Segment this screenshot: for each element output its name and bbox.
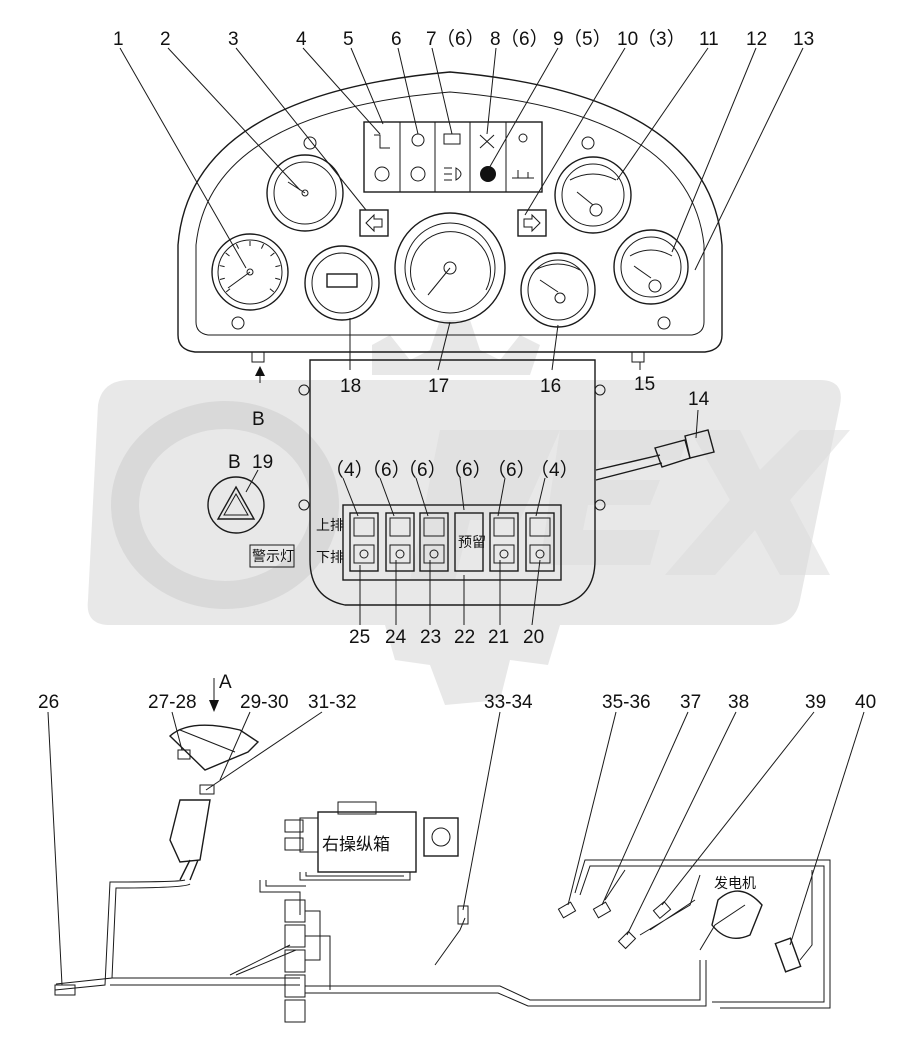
label-27-28: 27-28 (148, 692, 197, 713)
label-16: 16 (540, 376, 561, 397)
label-15: 15 (634, 374, 655, 395)
label-7-qty: （6） (436, 28, 485, 50)
callout-labels: 1 2 3 4 5 6 7 （6） 8 （6） 9 （5） 10 （3） 11 … (38, 28, 876, 713)
label-qty-s1: （4） (325, 459, 374, 481)
right-control-box (284, 801, 459, 873)
upper-row-label: 上排 (316, 518, 344, 534)
label-6: 6 (391, 29, 402, 50)
label-7: 7 (426, 29, 437, 50)
combination-switch-lever (595, 429, 715, 481)
label-qty-s3: （6） (398, 459, 447, 481)
label-10-qty: （3） (637, 28, 686, 50)
gauge-11 (554, 156, 632, 234)
gauge-speedometer (394, 212, 506, 324)
view-arrow-b (255, 366, 265, 383)
label-14: 14 (688, 389, 710, 410)
gauge-16 (520, 252, 596, 328)
label-qty-s6: （4） (530, 459, 579, 481)
gauge-tachometer (211, 233, 289, 311)
label-9: 9 (553, 29, 564, 50)
label-1: 1 (113, 29, 124, 50)
label-22: 22 (454, 627, 475, 648)
label-23: 23 (420, 627, 441, 648)
label-10: 10 (617, 29, 638, 50)
label-29-30: 29-30 (240, 692, 289, 713)
sensors (54, 890, 802, 996)
label-8-qty: （6） (500, 28, 549, 50)
label-view-b: B (252, 409, 265, 430)
lower-row-label: 下排 (316, 550, 344, 566)
label-18: 18 (340, 376, 361, 397)
label-37: 37 (680, 692, 701, 713)
turn-left-indicator (359, 209, 389, 237)
label-20: 20 (523, 627, 544, 648)
label-3: 3 (228, 29, 239, 50)
label-26: 26 (38, 692, 59, 713)
label-25: 25 (349, 627, 370, 648)
label-35-36: 35-36 (602, 692, 651, 713)
leader-lines (47, 47, 865, 986)
right-control-box-label: 右操纵箱 (322, 835, 390, 855)
label-19: 19 (252, 452, 273, 473)
hazard-warning-light (207, 476, 295, 568)
steering-column (168, 724, 260, 881)
rocker-switch (349, 512, 379, 572)
rocker-switch (489, 512, 519, 572)
rocker-switch (419, 512, 449, 572)
label-12: 12 (746, 29, 767, 50)
label-2: 2 (160, 29, 171, 50)
instrument-panel (177, 71, 723, 363)
reserved-label: 预留 (458, 535, 486, 551)
label-17: 17 (428, 376, 449, 397)
label-39: 39 (805, 692, 826, 713)
generator-label: 发电机 (714, 876, 756, 892)
rocker-switch (454, 512, 484, 572)
label-5: 5 (343, 29, 354, 50)
label-4: 4 (296, 29, 307, 50)
label-qty-s5: （6） (487, 459, 536, 481)
label-21: 21 (488, 627, 509, 648)
label-view-b-2: B (228, 452, 241, 473)
switch-panel (298, 359, 606, 606)
wire-harness (54, 859, 831, 1023)
label-24: 24 (385, 627, 407, 648)
label-31-32: 31-32 (308, 692, 357, 713)
rocker-switch (385, 512, 415, 572)
gauge-12 (613, 229, 689, 305)
label-11: 11 (699, 29, 719, 50)
gauge-dial-2 (266, 154, 344, 232)
label-38: 38 (728, 692, 749, 713)
label-view-a: A (219, 672, 232, 693)
indicator-lamp-block (363, 121, 543, 193)
annotation-text: 上排 下排 预留 警示灯 右操纵箱 发电机 (252, 518, 756, 892)
label-9-qty: （5） (563, 28, 612, 50)
label-qty-s4: （6） (443, 459, 492, 481)
label-qty-s2: （6） (362, 459, 411, 481)
gauge-hour-meter (304, 245, 380, 321)
label-8: 8 (490, 29, 501, 50)
turn-right-indicator (517, 209, 547, 237)
label-33-34: 33-34 (484, 692, 533, 713)
label-40: 40 (855, 692, 876, 713)
view-arrow-a (209, 678, 219, 712)
warning-light-label: 警示灯 (252, 549, 294, 565)
label-13: 13 (793, 29, 814, 50)
